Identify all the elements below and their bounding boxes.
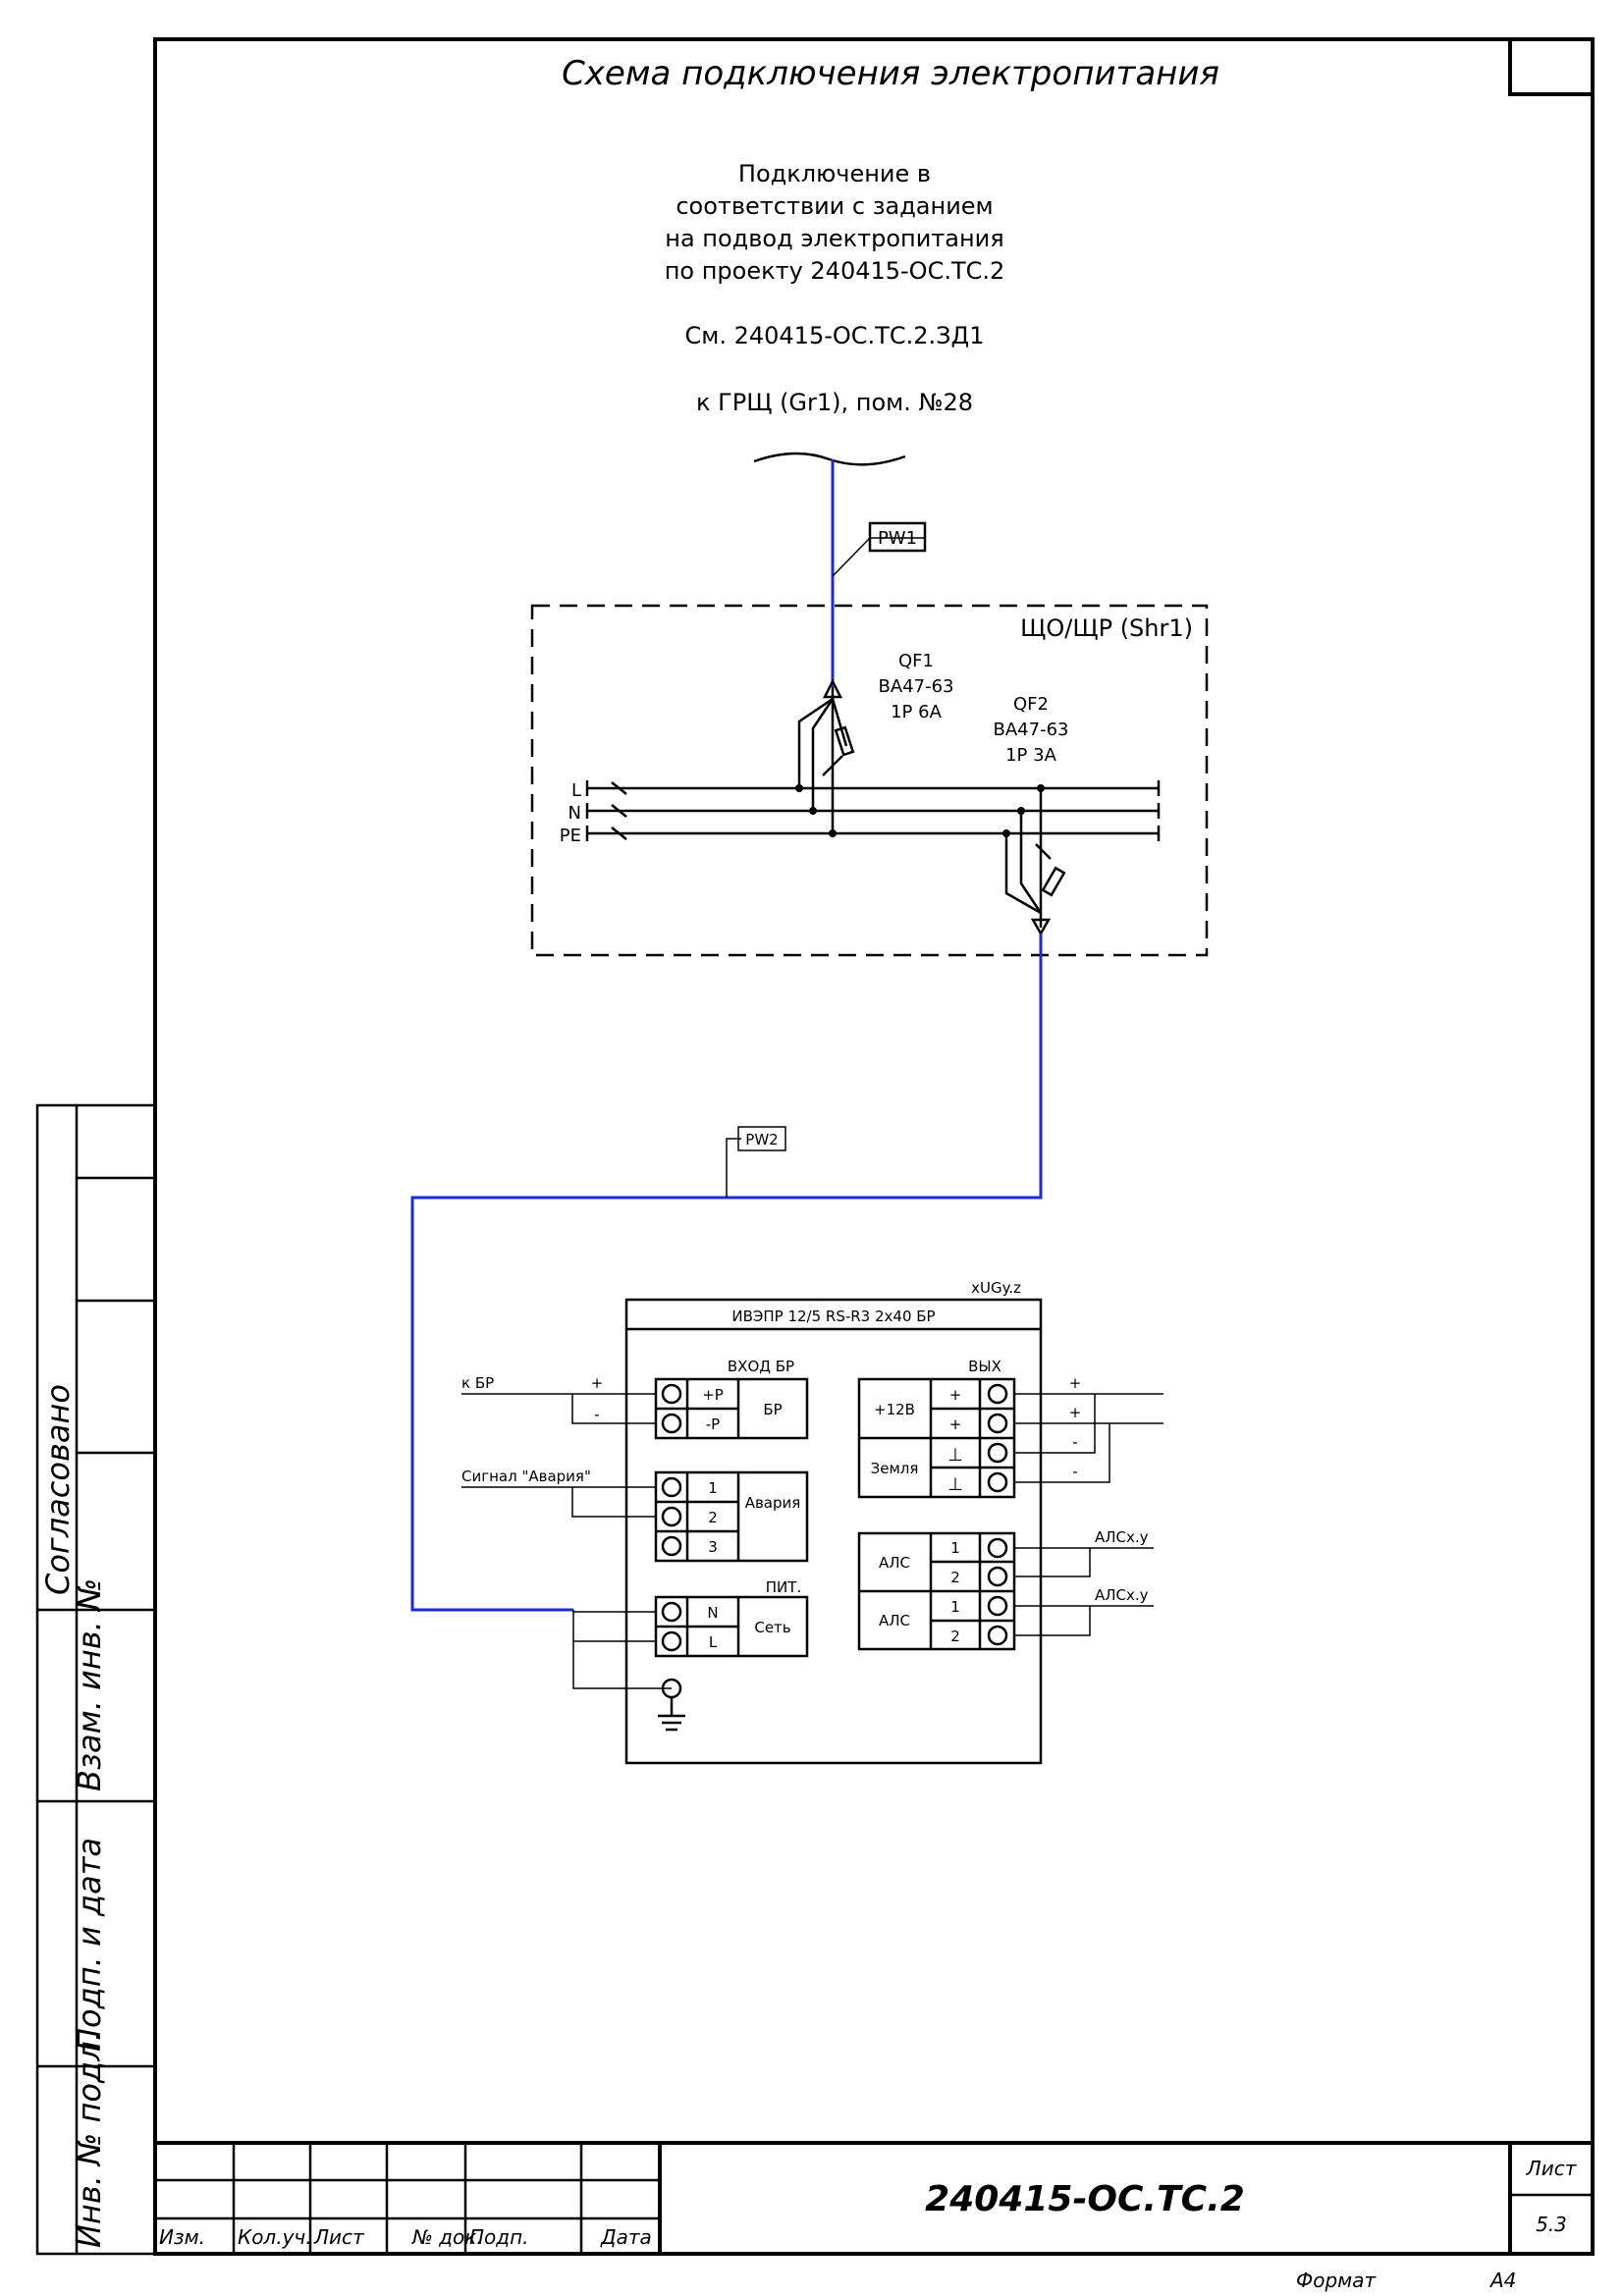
ground-icon <box>658 1678 685 1732</box>
bus-label-l: L <box>571 780 581 801</box>
connection-note: Подключение в соответствии с заданием на… <box>665 160 1005 416</box>
alarm-terminal-3: 3 <box>708 1538 718 1556</box>
device-name: ИВЭПР 12/5 RS-R3 2х40 БР <box>731 1308 935 1325</box>
alarm-terminal-2: 2 <box>708 1509 718 1526</box>
input-br-block: ВХОД БР +P -P БР к БР + - <box>461 1358 809 1440</box>
distribution-panel <box>530 604 1209 957</box>
als-2-terminal-1: 1 <box>950 1598 960 1616</box>
out-terminal-3: ⊥ <box>947 1445 963 1466</box>
note-line-1: Подключение в <box>738 160 931 187</box>
stamp-col-qty: Кол.уч. <box>238 2225 312 2249</box>
als-1-ext-label: АЛСх.у <box>1095 1528 1149 1546</box>
power-header: ПИТ. <box>766 1578 801 1596</box>
out-terminal-2: + <box>949 1415 962 1433</box>
power-label: Сеть <box>754 1619 790 1636</box>
side-agreed: Согласовано <box>39 1384 77 1595</box>
power-block: ПИТ. N L Сеть <box>572 1578 809 1689</box>
qf1-breaker <box>795 678 855 837</box>
pw1-tag-box <box>868 521 927 553</box>
br-terminal-plus: +P <box>702 1386 724 1404</box>
note-line-3: на подвод электропитания <box>665 225 1003 252</box>
bus-label-n: N <box>568 803 581 824</box>
pw2-leader <box>726 1138 741 1198</box>
alarm-label: Авария <box>745 1494 801 1512</box>
pw1-tag: PW1 <box>878 528 917 549</box>
drawing-frame <box>153 37 1595 2256</box>
qf1-type: ВА47-63 <box>879 676 954 697</box>
alarm-external-label: Сигнал "Авария" <box>461 1468 591 1485</box>
title-block: Изм. Кол.уч. Лист № док. Подп. Дата 2404… <box>155 2141 1593 2254</box>
qf1-label: QF1 <box>898 651 934 671</box>
br-terminal-minus: -P <box>706 1415 720 1433</box>
stamp-col-sign: Подп. <box>469 2225 529 2249</box>
page-title: Схема подключения электропитания <box>562 54 1219 93</box>
side-sign-date: Подп. и дата <box>71 1838 108 2052</box>
br-external-label: к БР <box>461 1374 494 1392</box>
top-right-corner-box <box>1508 37 1595 96</box>
note-line-4: по проекту 240415-ОС.ТС.2 <box>665 257 1005 285</box>
side-inv-original: Инв. № подл. <box>71 2031 108 2248</box>
out-ext-1: + <box>1069 1374 1082 1392</box>
br-ext-plus: + <box>591 1374 604 1392</box>
alarm-block: 1 2 3 Авария Сигнал "Авария" <box>461 1468 809 1563</box>
power-terminal-n: N <box>707 1604 718 1622</box>
cable-pw2 <box>410 934 1043 1612</box>
sheet-number: 5.3 <box>1536 2213 1567 2236</box>
out-ext-3: - <box>1072 1433 1077 1451</box>
output-12v: +12В <box>874 1401 915 1418</box>
sheet-label: Лист <box>1526 2157 1578 2180</box>
device-box <box>624 1298 1043 1765</box>
als-2-terminal-2: 2 <box>950 1628 960 1645</box>
note-line-2: соответствии с заданием <box>676 192 993 220</box>
format-label: Формат <box>1296 2269 1377 2292</box>
note-reference: См. 240415-ОС.ТС.2.ЗД1 <box>684 322 984 349</box>
out-ext-4: - <box>1072 1463 1077 1480</box>
pw2-tag: PW2 <box>745 1131 778 1148</box>
stamp-col-sheet: Лист <box>313 2225 365 2249</box>
als-2-ext-label: АЛСх.у <box>1095 1586 1149 1604</box>
output-block: ВЫХ +12В Земля + + ⊥ ⊥ + + - - <box>857 1358 1163 1499</box>
busbars: L N PE <box>560 780 1161 846</box>
br-ext-minus: - <box>594 1406 599 1423</box>
qf2-label: QF2 <box>1013 694 1049 715</box>
document-code: 240415-ОС.ТС.2 <box>925 2179 1245 2219</box>
format-value: А4 <box>1488 2269 1516 2292</box>
als-block: АЛС АЛС 1 2 1 2 АЛСх.у АЛСх.у <box>857 1528 1154 1651</box>
qf2-breaker <box>1002 784 1066 936</box>
output-header: ВЫХ <box>968 1358 1001 1375</box>
qf2-rating: 1P 3A <box>1005 745 1056 766</box>
alarm-terminal-1: 1 <box>708 1479 718 1497</box>
input-br-header: ВХОД БР <box>728 1358 794 1375</box>
stamp-col-doc: № док. <box>411 2225 483 2249</box>
side-inv-replace: Взам. инв. № <box>71 1578 108 1791</box>
out-terminal-1: + <box>949 1386 962 1404</box>
als-1-label: АЛС <box>879 1554 910 1572</box>
als-1-terminal-2: 2 <box>950 1569 960 1586</box>
br-label: БР <box>763 1401 782 1418</box>
qf2-type: ВА47-63 <box>994 720 1069 740</box>
als-2-label: АЛС <box>879 1612 910 1629</box>
side-stamp: Согласовано Взам. инв. № Подп. и дата Ин… <box>35 1103 157 2256</box>
bus-label-pe: PE <box>560 826 581 846</box>
panel-name: ЩО/ЩР (Shr1) <box>1020 614 1193 642</box>
qf1-rating: 1P 6A <box>891 702 942 722</box>
output-ground: Земля <box>871 1460 919 1477</box>
note-source: к ГРЩ (Gr1), пом. №28 <box>696 389 973 416</box>
stamp-col-change: Изм. <box>159 2225 205 2249</box>
pw2-tag-box <box>737 1126 786 1151</box>
out-terminal-4: ⊥ <box>947 1474 963 1495</box>
stamp-col-date: Дата <box>600 2225 652 2249</box>
als-1-terminal-1: 1 <box>950 1539 960 1557</box>
power-terminal-l: L <box>709 1633 718 1651</box>
cable-break-symbol <box>753 452 906 466</box>
out-ext-2: + <box>1069 1404 1082 1421</box>
device-tag: xUGy.z <box>971 1279 1021 1297</box>
